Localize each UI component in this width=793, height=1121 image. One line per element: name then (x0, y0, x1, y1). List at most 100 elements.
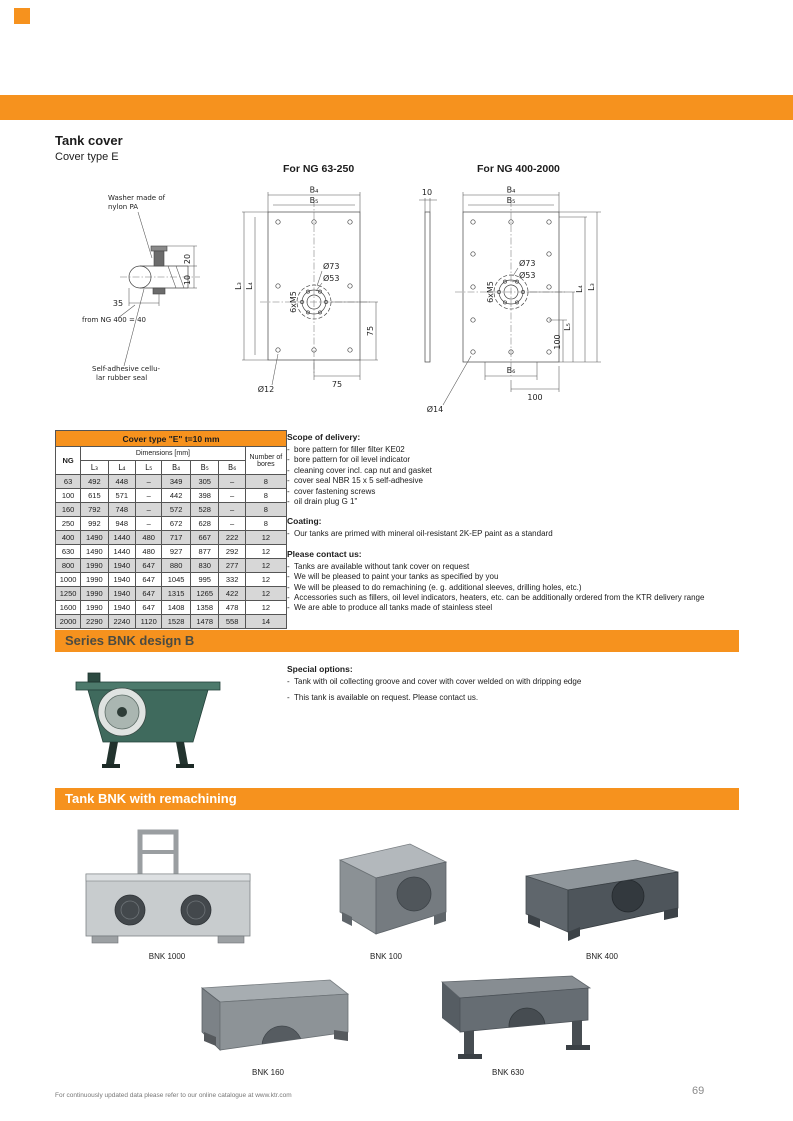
dim-label-10: 10 (183, 275, 192, 285)
dim-label-100v: 100 (553, 334, 562, 349)
special-options-list: Tank with oil collecting groove and cove… (287, 677, 727, 704)
dim-label-l3: L₃ (587, 283, 596, 291)
tank-foot (342, 912, 352, 926)
contact-item: Accessories such as fillers, oil level i… (287, 593, 739, 604)
dim-label-10: 10 (422, 188, 432, 197)
tank-leg (176, 742, 188, 764)
tank-top (440, 975, 592, 999)
coating-title: Coating: (287, 516, 322, 527)
washer-label-line2: nylon PA (108, 203, 138, 211)
dim-label-l4: L₄ (245, 282, 254, 290)
col-header-l5: L₅ (135, 460, 163, 475)
dim-label-d53: Ø53 (519, 270, 535, 280)
washer-label-line1: Washer made of (108, 194, 166, 202)
tank-foot (334, 1030, 348, 1041)
tank-foot (568, 927, 580, 941)
tank-foot (528, 914, 540, 928)
washer-detail-drawing: Washer made of nylon PA 20 10 35 from NG… (82, 194, 200, 382)
cutout-hole (261, 1025, 303, 1050)
tank-foot (458, 1054, 482, 1059)
bnk-160-image (200, 979, 350, 1051)
col-header-l4: L₄ (107, 460, 137, 475)
scope-title: Scope of delivery: (287, 432, 361, 442)
page-number: 69 (692, 1085, 705, 1097)
dim-label-100h: 100 (527, 393, 542, 402)
dim-label-b5: B₅ (310, 196, 319, 205)
page-title: Tank cover (55, 133, 123, 148)
scope-item: bore pattern for oil level indicator (287, 455, 739, 466)
contact-item: We will be pleased to paint your tanks a… (287, 572, 739, 583)
seal-label-line2: lar rubber seal (96, 374, 147, 382)
dim-label-b4: B₄ (310, 186, 319, 195)
caption-bnk-630: BNK 630 (491, 1068, 525, 1077)
coating-list: Our tanks are primed with mineral oil-re… (287, 529, 739, 540)
col-header-b5: B₅ (189, 460, 220, 475)
bnk-400-image (525, 859, 679, 941)
caption-bnk-1000: BNK 1000 (148, 952, 186, 961)
col-header-bores: Number of bores (244, 446, 288, 475)
contact-title: Please contact us: (287, 548, 362, 559)
special-options-title: Special options: (287, 664, 353, 674)
info-column: Scope of delivery: bore pattern for fill… (287, 432, 739, 623)
contact-item: Tanks are available without tank cover o… (287, 562, 739, 573)
cap-nut (152, 287, 166, 295)
tank-body (85, 873, 251, 937)
cover-drawing-ng400-2000: 10 B₄ B₅ Ø73 Ø53 6xM5 100 L₅ L₄ L₃ B₆ (419, 186, 601, 414)
col-header-dimensions: Dimensions [mm] (80, 446, 246, 461)
bnk-100-image (338, 843, 448, 935)
screw-head (150, 245, 168, 252)
col-header-b6: B₆ (218, 460, 246, 475)
drawing-title-ng400-2000: For NG 400-2000 (477, 163, 560, 175)
tank-leg (572, 1020, 582, 1047)
special-options-block: Special options: Tank with oil collectin… (287, 664, 727, 713)
tank-front-face (219, 993, 349, 1051)
bnk-design-b-tank-image (75, 672, 221, 768)
caption-bnk-100: BNK 100 (369, 952, 403, 961)
contact-list: Tanks are available without tank cover o… (287, 562, 739, 614)
dim-label-l3: L₃ (234, 282, 243, 290)
dim-label-d53: Ø53 (323, 273, 339, 283)
dim-label-75h: 75 (332, 380, 342, 389)
dim-label-d73: Ø73 (519, 258, 535, 268)
scope-item: oil drain plug G 1" (287, 497, 739, 508)
dim-label-b6: B₆ (507, 366, 516, 375)
special-option-item: Tank with oil collecting groove and cove… (287, 677, 727, 688)
dim-label-b5: B₅ (507, 196, 516, 205)
banner-remachining: Tank BNK with remachining (55, 788, 739, 810)
col-header-b4: B₄ (161, 460, 191, 475)
tank-foot (217, 935, 245, 944)
tank-foot (91, 935, 119, 944)
tank-foot (664, 908, 678, 920)
dim-label-b4: B₄ (507, 186, 516, 195)
screw-body (153, 250, 165, 267)
cover-side-view (424, 211, 431, 363)
scope-item: bore pattern for filler filter KE02 (287, 445, 739, 456)
tank-foot (204, 1032, 216, 1046)
banner-series-bnk: Series BNK design B (55, 630, 739, 652)
bnk-630-image (440, 975, 592, 1059)
coating-item: Our tanks are primed with mineral oil-re… (287, 529, 739, 540)
seal-label-line1: Self-adhesive cellu- (92, 365, 161, 373)
cover-drawing-ng63-250: B₄ B₅ L₃ L₄ Ø73 Ø53 6xM5 75 75 Ø12 (234, 186, 378, 394)
flange-hole (396, 876, 432, 912)
tank-foot (434, 912, 446, 925)
dim-label-75v: 75 (366, 326, 375, 336)
top-accent-bar (0, 95, 793, 120)
scope-item: cover seal NBR 15 x 5 self-adhesive (287, 476, 739, 487)
bnk-1000-image (85, 829, 251, 944)
tank-left-face (442, 982, 460, 1032)
dim-label-6xm5: 6xM5 (486, 281, 495, 303)
table-title: Cover type "E" t=10 mm (55, 430, 287, 447)
tank-leg (106, 742, 118, 764)
